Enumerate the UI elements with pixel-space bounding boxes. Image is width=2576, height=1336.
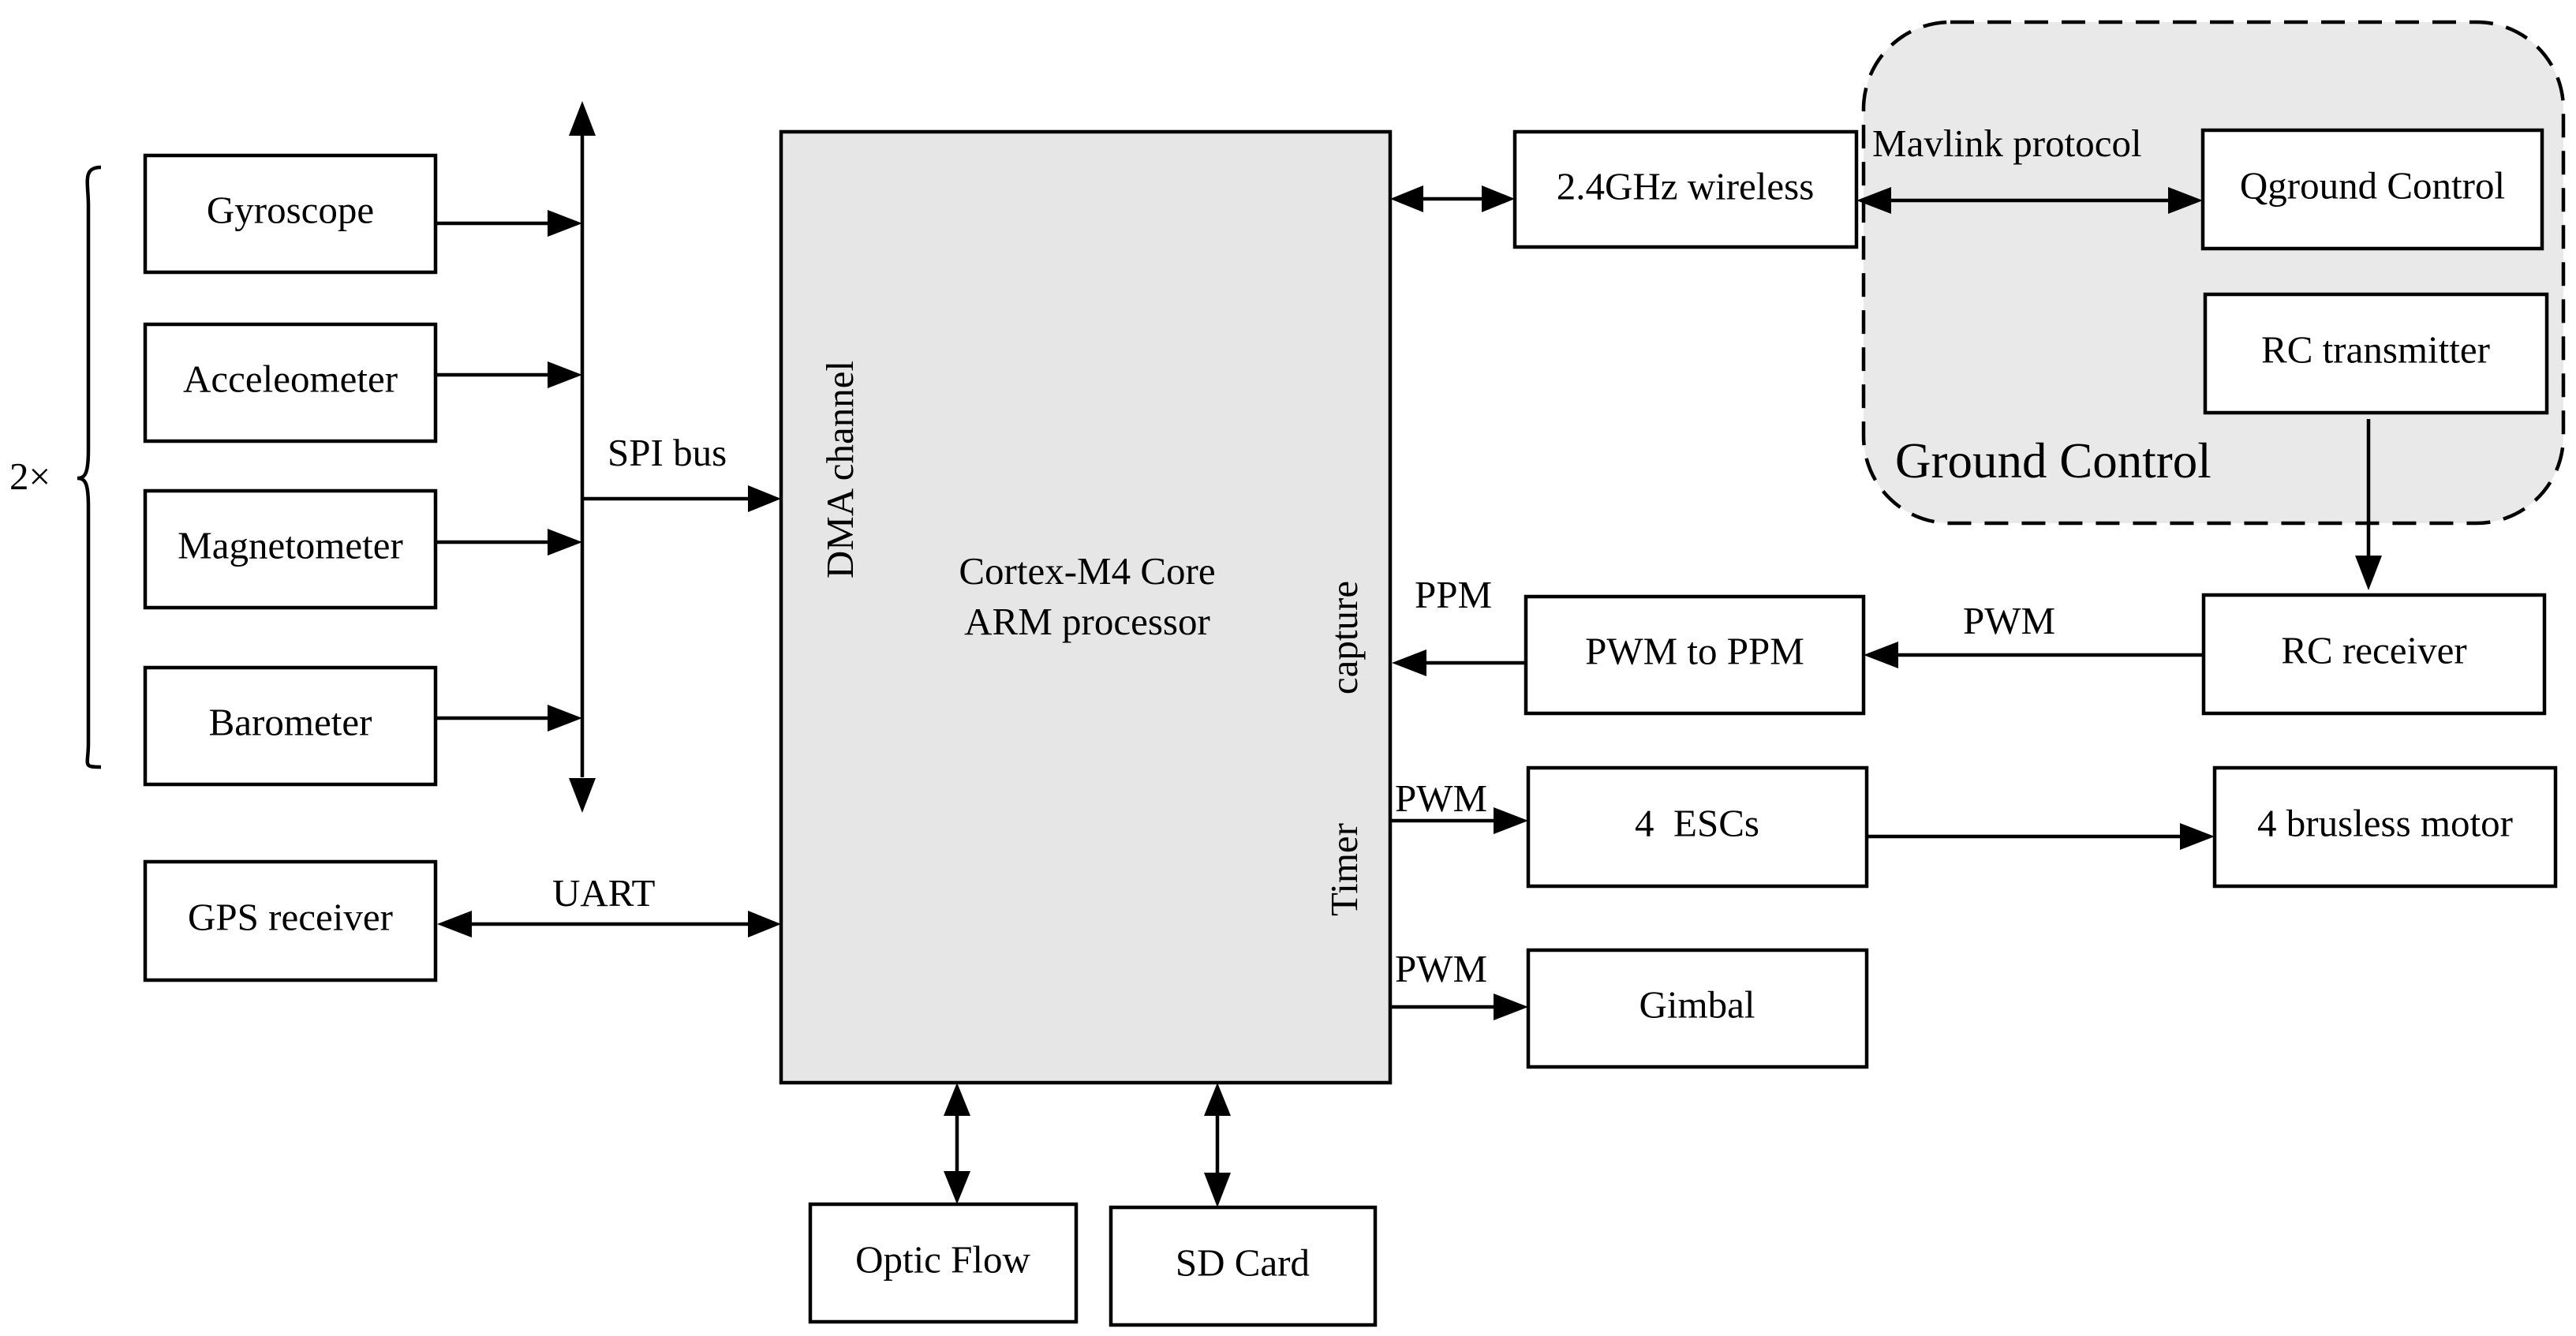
rc-receiver: RC receiver [2201, 593, 2547, 716]
core-processor [779, 129, 1393, 1085]
timer-label: Timer [1322, 823, 1366, 916]
mavlink-label: Mavlink protocol [1872, 122, 2142, 165]
core-wireless-link [1390, 185, 1515, 212]
pwm-esc-label: PWM [1395, 777, 1487, 820]
sensor-group-brace [77, 165, 102, 769]
svg-text:Qground Control: Qground Control [2240, 163, 2505, 207]
svg-text:Barometer: Barometer [209, 700, 372, 743]
core-name-line2: ARM processor [964, 600, 1210, 643]
core-optic-flow-link [944, 1083, 970, 1204]
sensor-accelerometer: Acceleometer [143, 322, 438, 443]
qground-control: Qground Control [2200, 128, 2544, 251]
core-sd-card-link [1204, 1083, 1231, 1207]
capture-label: capture [1322, 581, 1366, 694]
ground-control-title: Ground Control [1895, 433, 2211, 488]
uart-label: UART [552, 871, 656, 915]
svg-text:Magnetometer: Magnetometer [178, 523, 403, 567]
svg-text:SD Card: SD Card [1176, 1241, 1310, 1284]
svg-text:2.4GHz wireless: 2.4GHz wireless [1557, 164, 1815, 208]
rc-tx-to-rx-arrow [2355, 419, 2382, 590]
wireless-module: 2.4GHz wireless [1512, 129, 1859, 249]
svg-text:RC transmitter: RC transmitter [2261, 327, 2490, 371]
uart-link [437, 911, 781, 937]
rc-to-converter-arrow [1864, 642, 2204, 668]
svg-text:PWM to PPM: PWM to PPM [1585, 629, 1804, 672]
esc-block: 4 ESCs [1526, 765, 1869, 889]
svg-text:Gimbal: Gimbal [1639, 982, 1755, 1026]
svg-text:4 ESCs: 4 ESCs [1635, 801, 1759, 844]
pwm-gimbal-label: PWM [1395, 947, 1487, 990]
gimbal-block: Gimbal [1526, 948, 1869, 1069]
gps-receiver: GPS receiver [143, 859, 438, 982]
svg-text:GPS receiver: GPS receiver [188, 895, 393, 938]
core-to-esc-arrow [1390, 807, 1528, 834]
optic-flow-block: Optic Flow [808, 1202, 1079, 1324]
svg-text:Optic Flow: Optic Flow [855, 1237, 1030, 1281]
core-to-gimbal-arrow [1390, 994, 1528, 1020]
spi-bus-line [569, 101, 596, 813]
sensor-to-bus-arrows [436, 210, 582, 732]
sd-card-block: SD Card [1109, 1205, 1378, 1327]
motor-block: 4 brusless motor [2212, 765, 2558, 889]
core-name-line1: Cortex-M4 Core [959, 549, 1215, 593]
spi-to-core-arrow [582, 485, 781, 512]
svg-text:Gyroscope: Gyroscope [207, 188, 374, 231]
pwm-to-ppm-converter: PWM to PPM [1524, 594, 1866, 716]
svg-text:Acceleometer: Acceleometer [183, 357, 398, 400]
pwm-rc-label: PWM [1963, 599, 2055, 642]
converter-to-core-arrow [1392, 649, 1526, 676]
rc-transmitter: RC transmitter [2203, 292, 2549, 415]
spi-bus-label: SPI bus [608, 431, 727, 474]
sensor-multiplier: 2× [9, 455, 50, 498]
dma-channel-label: DMA channel [818, 361, 862, 578]
esc-to-motor-arrow [1867, 823, 2215, 850]
ppm-label: PPM [1415, 573, 1492, 616]
sensor-gyroscope: Gyroscope [143, 153, 438, 275]
sensor-barometer: Barometer [143, 665, 438, 787]
mavlink-link [1856, 187, 2203, 214]
svg-text:RC receiver: RC receiver [2281, 628, 2466, 672]
sensor-magnetometer: Magnetometer [143, 488, 438, 610]
svg-text:4 brusless motor: 4 brusless motor [2257, 801, 2513, 844]
